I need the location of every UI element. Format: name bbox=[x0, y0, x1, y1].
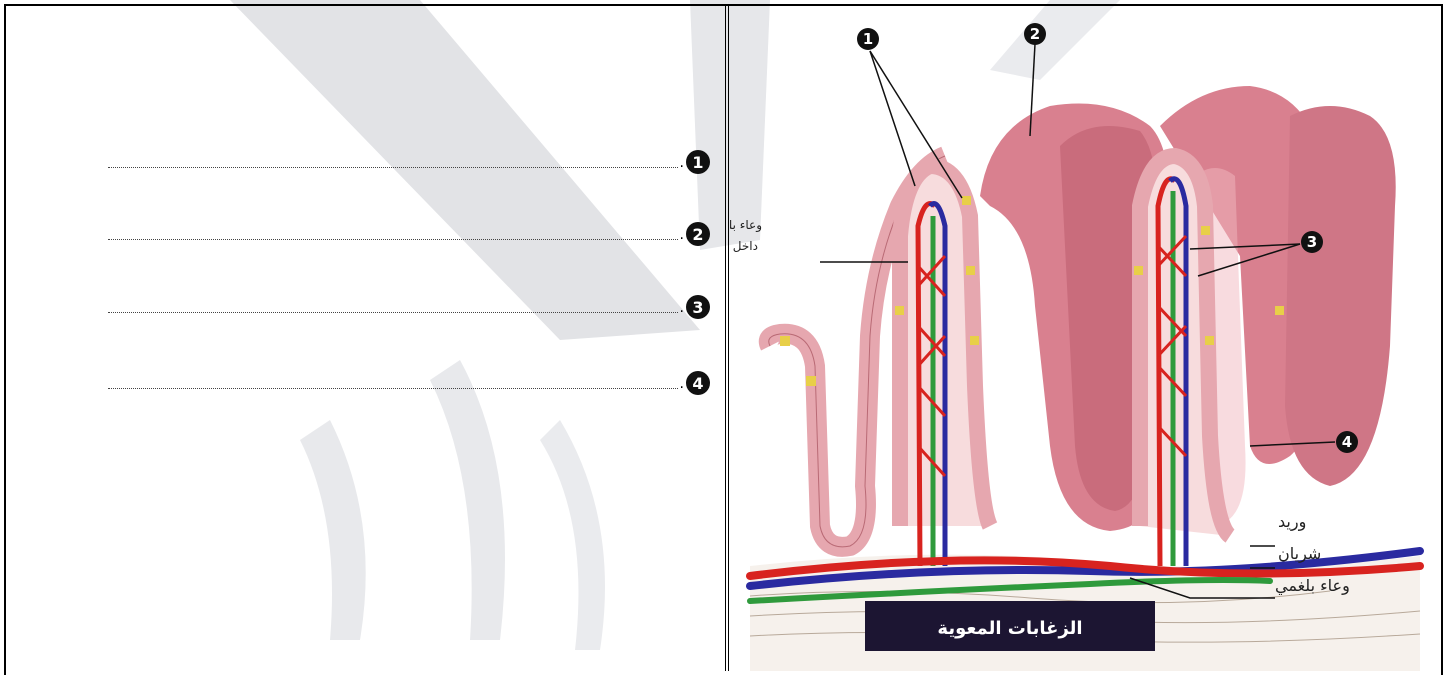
answer-dot: . bbox=[680, 228, 684, 242]
callout-4: 4 bbox=[1336, 431, 1358, 453]
label-vein: وريد bbox=[1278, 512, 1306, 532]
callout-3-text: 3 bbox=[1307, 233, 1317, 251]
callout-4-text: 4 bbox=[1342, 433, 1352, 451]
answer-line-4[interactable]: . 4 bbox=[108, 355, 710, 395]
column-divider bbox=[725, 4, 729, 671]
label-lacteal-line2: داخل الزغابة bbox=[730, 239, 758, 254]
answer-number-1: 1 bbox=[686, 150, 710, 174]
answer-number-3: 3 bbox=[686, 295, 710, 319]
answer-line-3[interactable]: . 3 bbox=[108, 279, 710, 319]
answer-dot: . bbox=[680, 156, 684, 170]
intestinal-villi-diagram: 1 2 3 4 وعاء بلغمي داخل الزغابة وريد شري… bbox=[730, 6, 1443, 671]
answer-number-2: 2 bbox=[686, 222, 710, 246]
callout-1-text: 1 bbox=[863, 30, 873, 48]
answer-blank-2[interactable] bbox=[108, 238, 678, 240]
answer-dot: . bbox=[680, 301, 684, 315]
answer-blank-1[interactable] bbox=[108, 166, 678, 168]
callout-1: 1 bbox=[857, 28, 879, 50]
answer-blank-4[interactable] bbox=[108, 387, 678, 389]
callout-2-text: 2 bbox=[1030, 25, 1040, 43]
answer-number-4: 4 bbox=[686, 371, 710, 395]
answer-line-1[interactable]: . 1 bbox=[108, 134, 710, 174]
label-artery: شريان bbox=[1278, 544, 1321, 564]
callout-2: 2 bbox=[1024, 23, 1046, 45]
diagram-caption: الزغابات المعوية bbox=[937, 618, 1082, 639]
answer-blank-3[interactable] bbox=[108, 311, 678, 313]
answer-line-2[interactable]: . 2 bbox=[108, 206, 710, 246]
label-lymph-vessel: وعاء بلغمي bbox=[1275, 576, 1350, 596]
callout-3: 3 bbox=[1301, 231, 1323, 253]
answer-dot: . bbox=[680, 377, 684, 391]
label-lacteal-line1: وعاء بلغمي bbox=[730, 218, 762, 233]
